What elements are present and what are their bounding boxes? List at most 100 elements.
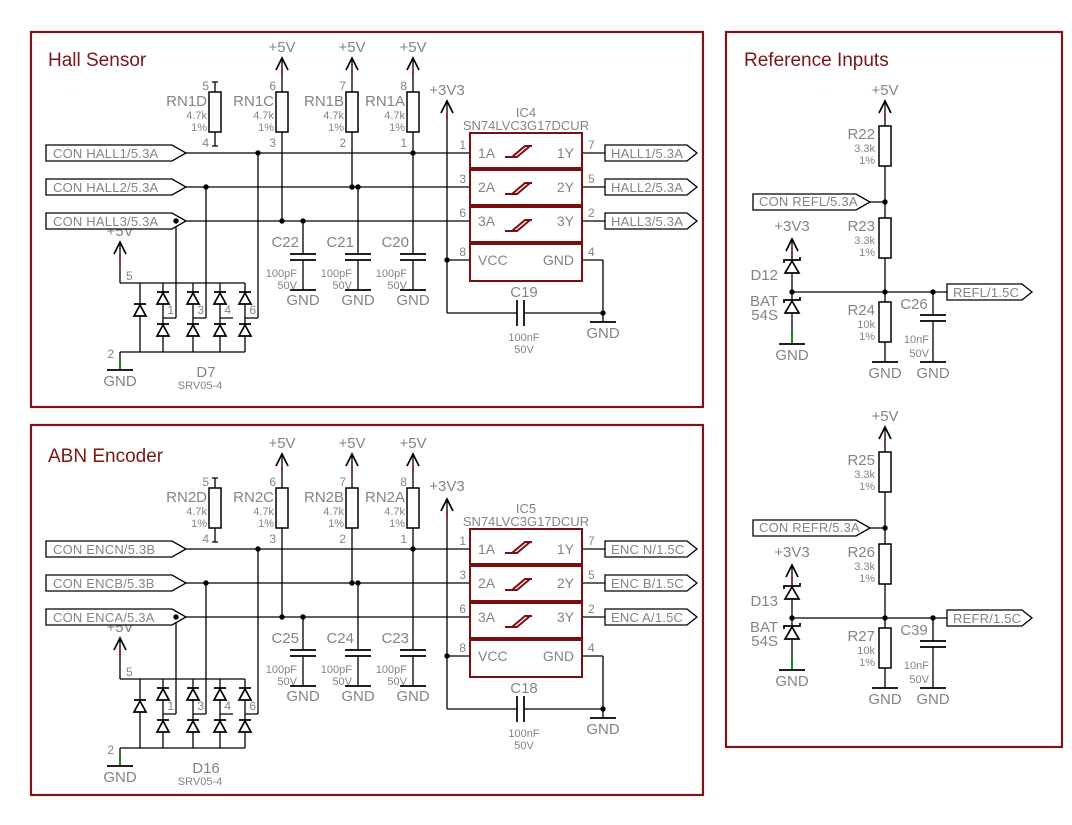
diode-symbol [156, 719, 170, 733]
capacitor-value: 100pF [266, 664, 297, 676]
pin-number: 7 [339, 79, 346, 93]
capacitor-voltage: 50V [387, 676, 407, 688]
resistor-symbol [406, 91, 420, 133]
capacitor-symbol [289, 649, 317, 657]
resistor-ref: R25 [847, 452, 875, 469]
resistor-ref: R24 [847, 302, 875, 319]
resistor-ref: R27 [847, 628, 875, 645]
pin-number: 6 [269, 79, 276, 93]
pin-number: 6 [269, 475, 276, 489]
tvs-ref: D16 [192, 760, 220, 777]
pin-number: 3 [269, 532, 276, 546]
pin-number: 2 [588, 602, 595, 616]
resistor-ref: R22 [847, 126, 875, 143]
resistor-symbol [208, 91, 222, 133]
resistor-ref: RN2A [365, 489, 405, 506]
resistor-tolerance: 1% [859, 481, 875, 493]
pin-number: 5 [126, 665, 133, 679]
pin-number: 5 [202, 475, 209, 489]
power-wire-stubs [119, 70, 448, 261]
ic-pin-name: 1A [478, 541, 496, 557]
resistor-tolerance: 1% [191, 518, 207, 530]
junction-dots [173, 546, 606, 712]
diode-symbol [133, 699, 147, 713]
resistor-tolerance: 1% [328, 518, 344, 530]
resistor-symbol [878, 543, 892, 585]
power-label: +5V [338, 39, 365, 56]
ic-buffer-cell [469, 206, 583, 243]
net-port-input [45, 540, 188, 558]
net-port-output [604, 574, 699, 592]
diode-ref: D12 [750, 267, 778, 284]
net-port-input [45, 178, 188, 196]
net-label: REFR/1.5C [953, 611, 1021, 626]
gnd-label: GND [341, 688, 375, 705]
capacitor-ref: C25 [271, 630, 299, 647]
net-port-output [604, 144, 699, 162]
ic-pin-name: 2Y [557, 575, 575, 591]
ic-pin-name: 2A [478, 575, 496, 591]
schmitt-trigger-icon [505, 541, 532, 628]
pin-number: 1 [459, 534, 466, 548]
resistor-value: 3.3k [854, 235, 875, 247]
tvs-part: SRV05-4 [178, 380, 222, 392]
diode-symbol [186, 719, 200, 733]
pin-number: 1 [459, 138, 466, 152]
ic-ref: IC5 [516, 501, 536, 516]
pin-number: 5 [202, 79, 209, 93]
pin-number: 3 [459, 172, 466, 186]
pin-number: 7 [588, 534, 595, 548]
net-port-output [604, 540, 699, 558]
net-port-output [604, 212, 699, 230]
pin-number: 2 [339, 532, 346, 546]
diode-symbol [133, 303, 147, 317]
bypass-cap-plates [516, 696, 525, 722]
schottky-diode-symbol [783, 582, 801, 600]
resistor-value: 4.7k [186, 110, 207, 122]
schmitt-trigger-icon [505, 145, 532, 232]
resistor-tolerance: 1% [859, 155, 875, 167]
capacitor-voltage: 50V [332, 280, 352, 292]
power-label: +3V3 [429, 478, 464, 495]
resistor-ref: RN1D [166, 93, 207, 110]
pin-number: 8 [459, 245, 466, 259]
ic-pin-name: 3A [478, 609, 496, 625]
net-label: CON REFL/5.3A [759, 194, 858, 209]
gnd-label: GND [286, 292, 320, 309]
resistor-tolerance: 1% [328, 122, 344, 134]
schottky-diode-symbol [783, 296, 801, 314]
capacitor-value: 100nF [508, 728, 539, 740]
ic-pin-name: 3A [478, 213, 496, 229]
gnd-label: GND [103, 769, 137, 786]
capacitor-ref: C21 [326, 234, 354, 251]
gnd-label: GND [396, 292, 430, 309]
diode-symbol [186, 323, 200, 337]
tvs-part: SRV05-4 [178, 776, 222, 788]
diode-symbol [213, 323, 227, 337]
pin-number: 1 [167, 303, 174, 317]
hall-section-border [29, 30, 705, 409]
pin-number: 3 [197, 303, 204, 317]
pin-number: 4 [588, 245, 595, 259]
capacitor-symbol [919, 314, 947, 322]
pin-number: 6 [459, 602, 466, 616]
net-port-input [752, 193, 872, 211]
resistor-ref: RN2D [166, 489, 207, 506]
capacitor-value: 10nF [904, 334, 929, 346]
hall-sensor-section: Hall Sensor +5V +5V +5V +3V3 +5V RN1D RN… [29, 30, 705, 409]
power-wire-stubs [119, 466, 448, 657]
pin-number: 2 [588, 206, 595, 220]
diode-part-line: BAT [750, 619, 778, 636]
resistor-ref: R26 [847, 544, 875, 561]
ic-pin-name: 2Y [557, 179, 575, 195]
capacitor-voltage: 50V [909, 674, 929, 686]
diode-symbol [238, 323, 252, 337]
net-label: CON ENCA/5.3A [53, 610, 155, 625]
reference-inputs-section: Reference Inputs +5V R22 3.3k 1% CON REF… [724, 30, 1064, 749]
pin-number: 4 [224, 699, 231, 713]
resistor-value: 4.7k [186, 506, 207, 518]
net-port-output [604, 608, 699, 626]
ic-ref: IC4 [516, 105, 536, 120]
ic-pin-name: 1A [478, 145, 496, 161]
